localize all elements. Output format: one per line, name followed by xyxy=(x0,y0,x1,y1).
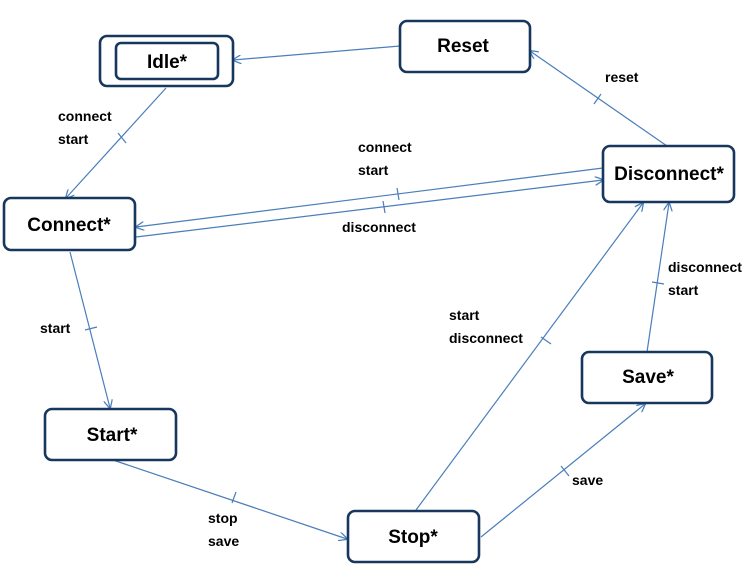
transition-label: disconnect xyxy=(668,259,742,275)
transition-stop-to-disconnect: start disconnect xyxy=(415,203,643,511)
state-label: Save* xyxy=(622,367,674,388)
transition-label: start xyxy=(449,307,480,323)
state-label: Connect* xyxy=(27,215,111,236)
transition-label: stop xyxy=(208,510,238,526)
state-label: Start* xyxy=(87,425,138,446)
transition-disconnect-to-connect: connect start xyxy=(136,139,604,227)
transition-stop-to-save: save xyxy=(480,404,645,538)
state-save: Save* xyxy=(580,350,714,405)
state-label: Idle* xyxy=(147,52,188,73)
transition-disconnect-to-reset: reset xyxy=(530,51,668,147)
state-label: Stop* xyxy=(388,527,438,548)
state-label: Disconnect* xyxy=(614,164,724,185)
state-start: Start* xyxy=(43,407,178,462)
transition-label: connect xyxy=(358,139,412,155)
transition-label: disconnect xyxy=(342,219,416,235)
state-idle: Idle* xyxy=(98,34,235,88)
transition-label: start xyxy=(40,320,71,336)
state-connect: Connect* xyxy=(2,196,137,252)
transition-label: start xyxy=(358,162,389,178)
transition-label: connect xyxy=(58,108,112,124)
transition-reset-to-idle xyxy=(233,45,401,60)
transition-start-to-stop: stop save xyxy=(112,459,347,549)
transition-connect-to-disconnect: disconnect xyxy=(135,180,603,238)
transition-save-to-disconnect: disconnect start xyxy=(646,203,742,353)
transition-label: disconnect xyxy=(449,330,523,346)
state-reset: Reset xyxy=(398,19,532,74)
state-disconnect: Disconnect* xyxy=(601,144,736,204)
transition-label: save xyxy=(208,533,239,549)
transition-label: save xyxy=(572,472,603,488)
transition-label: start xyxy=(668,282,699,298)
state-stop: Stop* xyxy=(346,509,481,564)
state-label: Reset xyxy=(437,36,489,57)
transition-label: reset xyxy=(605,69,639,85)
transition-connect-to-start: start xyxy=(40,251,110,408)
transition-label: start xyxy=(58,131,89,147)
transition-idle-to-connect: connect start xyxy=(58,87,167,198)
